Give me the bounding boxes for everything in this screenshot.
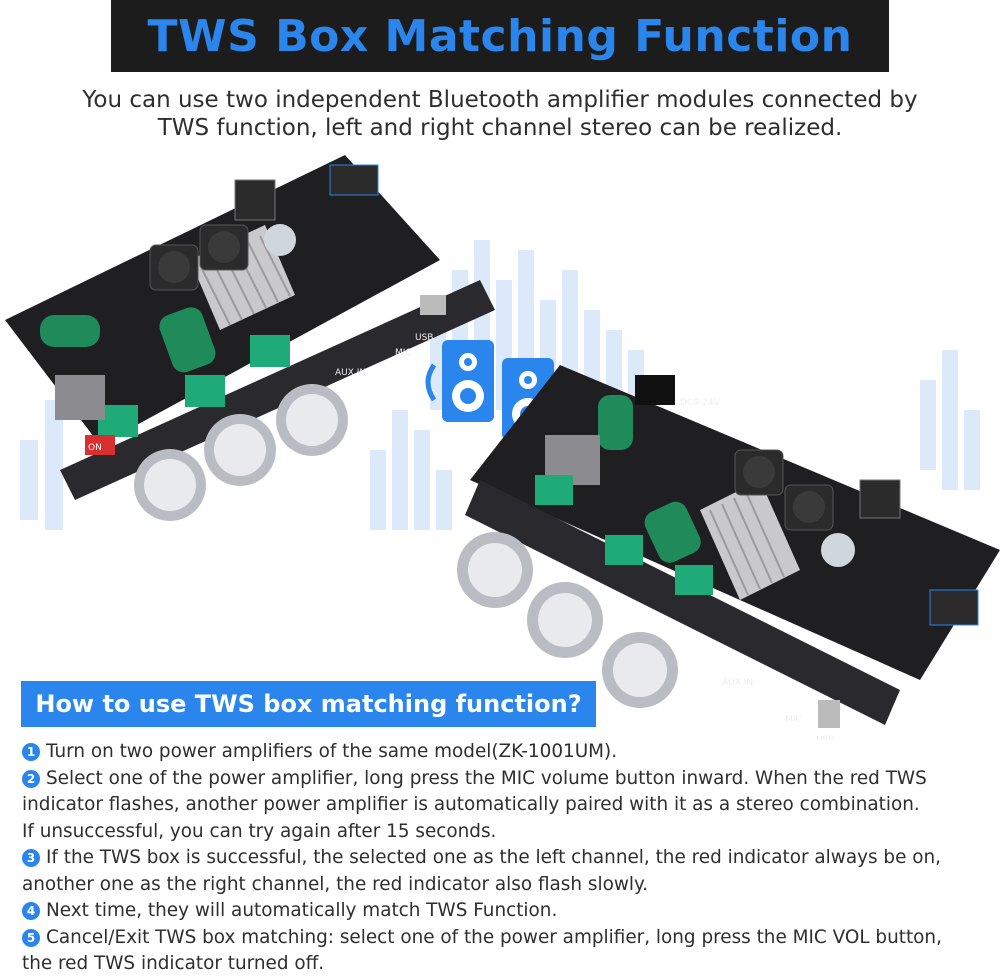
page-title: TWS Box Matching Function <box>147 10 853 62</box>
knob-left-3 <box>276 384 348 456</box>
step-number-1: 1 <box>22 743 40 761</box>
knob-left-2 <box>204 414 276 486</box>
power-label: DC9-24V <box>680 398 721 408</box>
subtitle: You can use two independent Bluetooth am… <box>20 86 980 142</box>
list-item-continued: indicator flashes, another power amplifi… <box>22 794 920 815</box>
list-item-continued: If unsuccessful, you can try again after… <box>22 820 497 842</box>
product-photo: ON USB AUX IN MIC <box>0 150 1000 740</box>
step-number-2: 2 <box>22 769 40 788</box>
list-item-continued: another one as the right channel, the re… <box>22 873 649 895</box>
knob-right-1 <box>457 532 533 608</box>
amplifier-board-left: ON USB AUX IN MIC <box>5 155 495 521</box>
knob-right-3 <box>602 632 678 708</box>
usb-label-left: USB <box>415 333 433 343</box>
knob-left-1 <box>134 449 206 521</box>
aux-label-right: AUX IN <box>722 678 753 688</box>
subtitle-line-2: TWS function, left and right channel ste… <box>157 115 843 141</box>
step-number-3: 3 <box>22 849 40 867</box>
step-number-5: 5 <box>22 928 40 947</box>
subtitle-line-1: You can use two independent Bluetooth am… <box>82 87 918 113</box>
howto-title: How to use TWS box matching function? <box>35 690 582 718</box>
aux-label-left: AUX IN <box>335 368 366 378</box>
switch-label: ON <box>88 443 102 453</box>
amplifier-board-right: DC9-24V USB AUX IN MIC <box>457 365 1000 740</box>
title-banner: TWS Box Matching Function <box>111 0 889 72</box>
step-number-4: 4 <box>22 902 40 920</box>
knob-right-2 <box>527 582 603 658</box>
speaker-left-icon <box>442 340 494 422</box>
mic-label-left: MIC <box>395 348 412 358</box>
list-item-continued: the red TWS indicator turned off. <box>22 953 325 974</box>
mic-label-right: MIC <box>785 715 802 725</box>
usb-label-right: USB <box>816 735 834 740</box>
howto-banner: How to use TWS box matching function? <box>21 681 596 727</box>
